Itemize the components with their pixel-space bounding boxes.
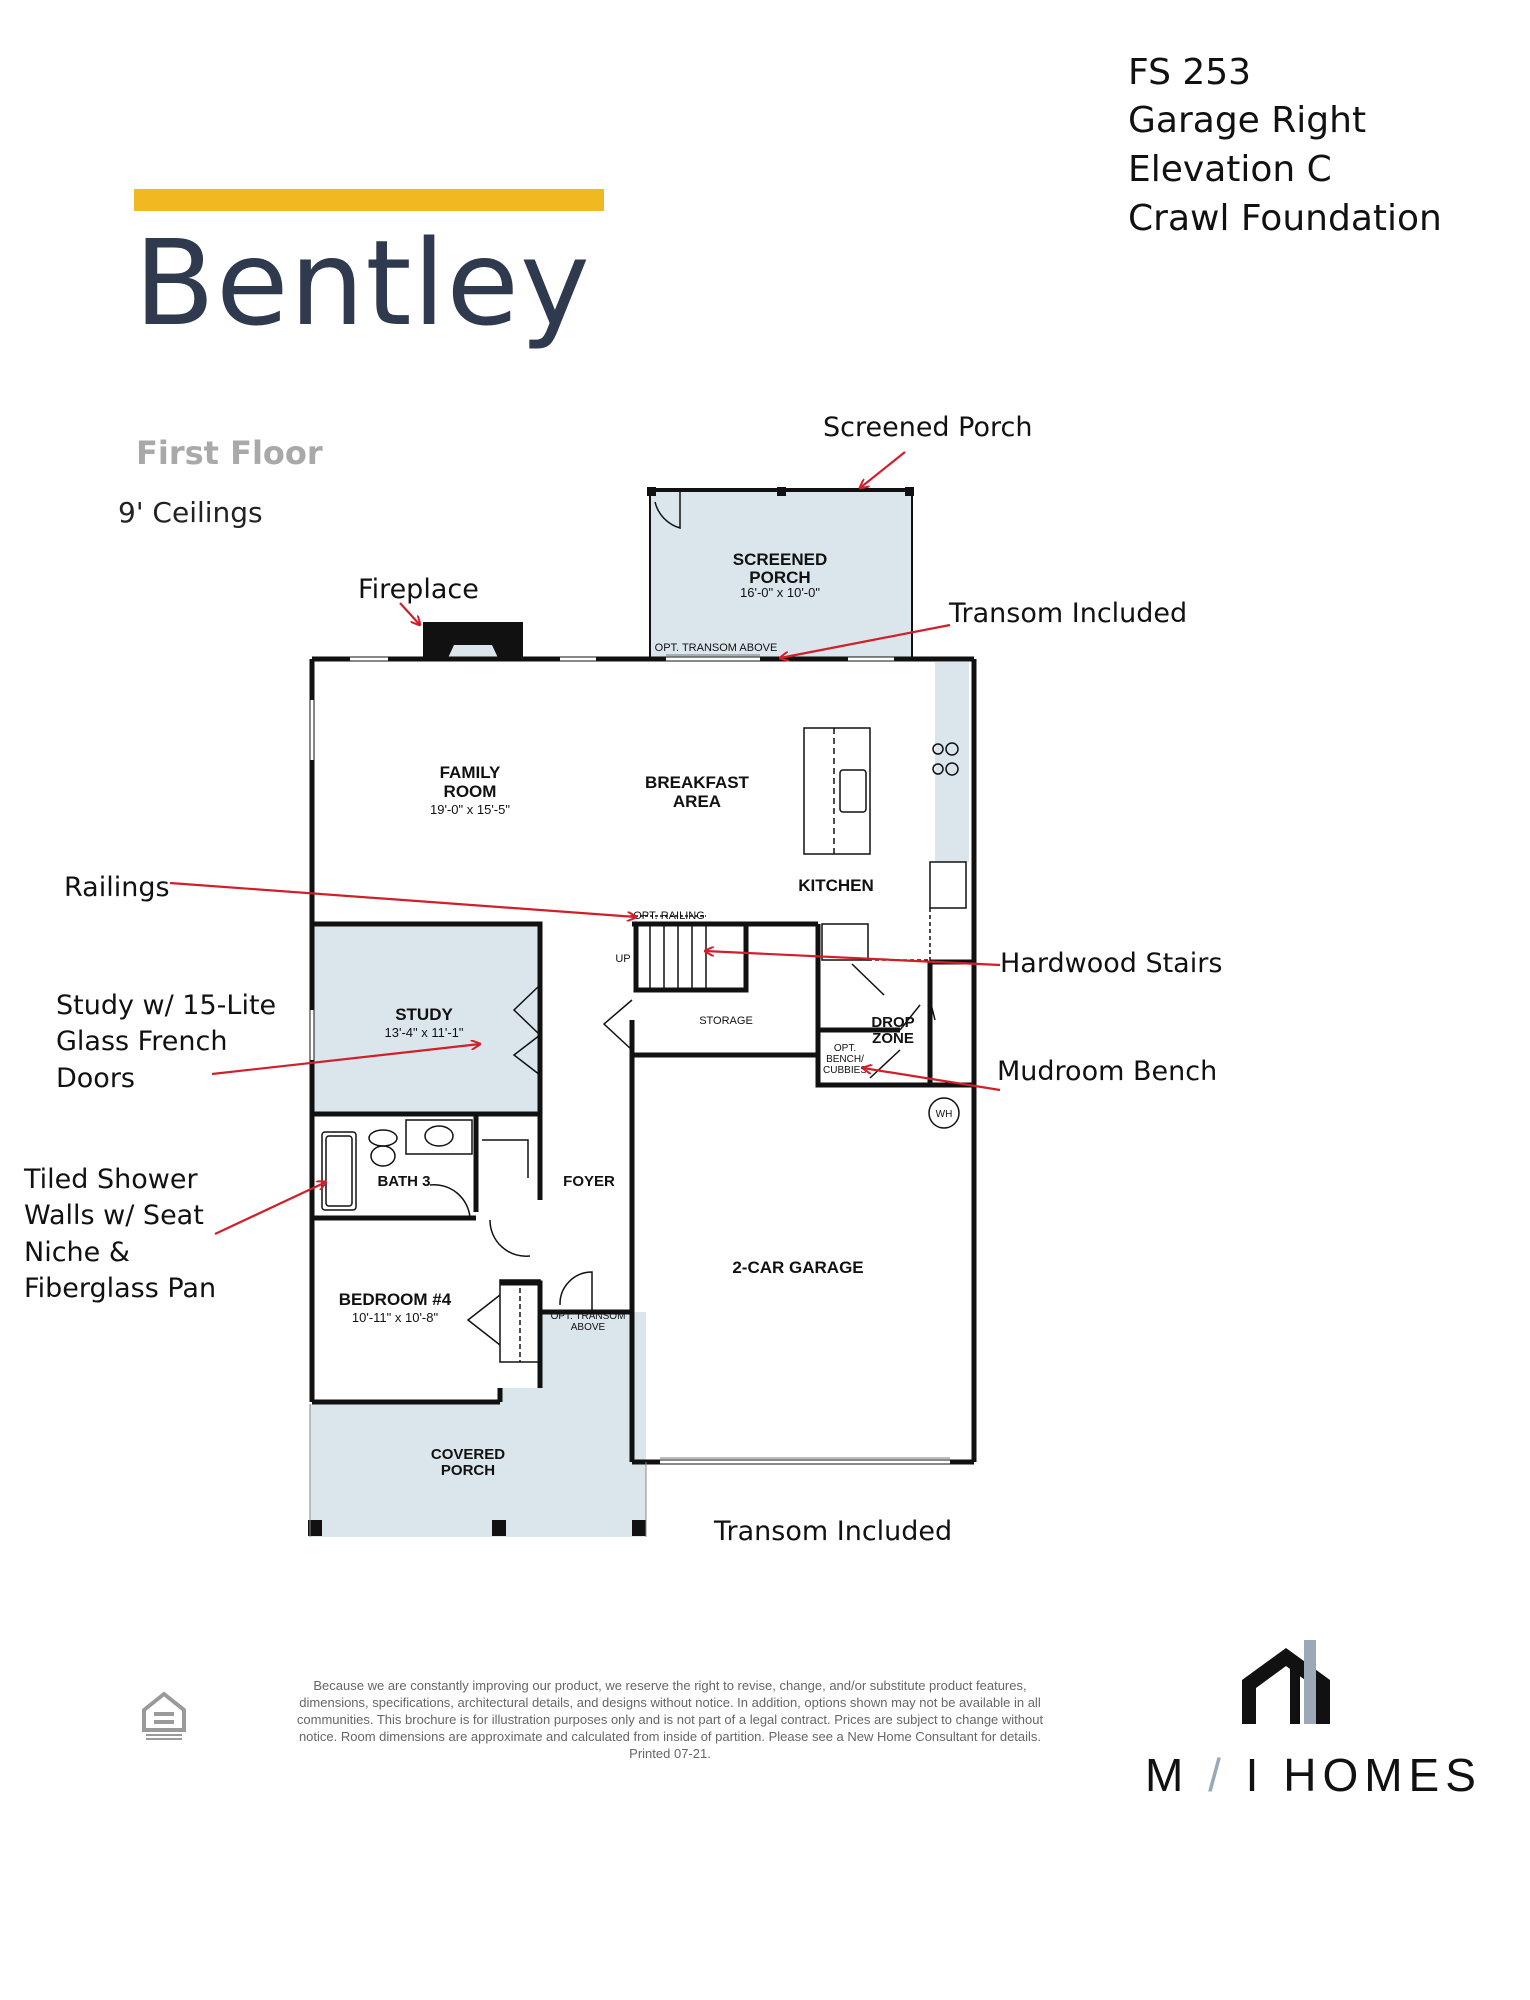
foyer-label: FOYER [563,1173,615,1190]
floor-label: First Floor [136,434,323,472]
arrow-fireplace [399,602,420,625]
callout-study-line-2: Glass French [56,1026,228,1058]
study-area [314,926,539,1114]
callout-railings: Railings [64,872,170,903]
kitchen-label: KITCHEN [798,876,874,895]
breakfast-area-label: BREAKFAST [645,773,750,792]
covered-porch-area [310,1312,646,1537]
callout-shower-line-3: Niche & [24,1236,130,1268]
family-room-dims: 19'-0" x 15'-5" [430,802,510,817]
study-dims: 13'-4" x 11'-1" [385,1025,464,1040]
opt-transom-front-label-2: ABOVE [571,1322,606,1333]
arrow-mudroom-bench [863,1068,1001,1092]
callout-mudroom-bench: Mudroom Bench [997,1056,1218,1087]
callout-shower-line-4: Fiberglass Pan [24,1273,217,1305]
screened-porch-label-2: PORCH [749,568,810,587]
bedroom-dims: 10'-11" x 10'-8" [352,1310,439,1325]
arrow-railings [169,881,636,917]
drop-zone-label: DROP [871,1014,914,1031]
screened-porch-label: SCREENED [733,550,827,569]
callout-transom-top: Transom Included [949,598,1188,629]
accent-bar [134,189,604,211]
water-heater-label: WH [936,1109,953,1120]
page-title: Bentley [134,214,591,352]
kitchen-counter [935,662,969,862]
brand-wordmark: M / I HOMES [1145,1748,1482,1802]
stairs-up-label: UP [615,953,630,965]
storage-label: STORAGE [699,1015,753,1027]
covered-porch-label: COVERED [431,1446,505,1463]
callout-hardwood-stairs: Hardwood Stairs [1000,948,1223,979]
callout-study-line-1: Study w/ 15-Lite [56,990,277,1021]
spec-garage: Garage Right [1128,100,1367,141]
callout-arrows [169,451,1001,1235]
brand-m: M [1145,1749,1190,1801]
callout-study-doors: Study w/ 15-Lite Glass French Doors [56,988,276,1097]
callout-study-line-3: Doors [56,1062,135,1094]
opt-bench-label-3: CUBBIES [823,1065,867,1076]
mi-homes-logo-icon [1242,1640,1330,1724]
spec-elevation: Elevation C [1128,149,1332,190]
opt-transom-front-label: OPT. TRANSOM [551,1311,626,1322]
callout-shower: Tiled Shower Walls w/ Seat Niche & Fiber… [24,1162,216,1308]
opt-railing-label: OPT. RAILING [633,910,705,922]
opt-bench-label: OPT. [834,1043,856,1054]
spec-plan-number: FS 253 [1128,52,1252,93]
callout-screened-porch: Screened Porch [823,412,1033,443]
screened-porch-area [650,490,912,658]
callout-shower-line-1: Tiled Shower [24,1164,198,1195]
arrow-transom [780,623,951,658]
study-french-doors [512,984,541,1076]
covered-porch-label-2: PORCH [441,1462,495,1479]
opt-transom-above-label: OPT. TRANSOM ABOVE [655,642,778,654]
garage-label: 2-CAR GARAGE [732,1258,863,1277]
brand-slash: / [1208,1749,1227,1801]
family-room-label-2: ROOM [444,782,497,801]
arrow-shower [214,1182,326,1235]
arrow-screened-porch [860,451,906,488]
callout-shower-line-2: Walls w/ Seat [24,1200,204,1232]
arrow-hardwood-stairs [705,951,1001,967]
windows [310,657,950,1464]
legal-disclaimer: Because we are constantly improving our … [296,1678,1044,1761]
bath-3-label: BATH 3 [377,1173,430,1190]
porch-posts [647,487,914,496]
bedroom-label: BEDROOM #4 [339,1290,452,1309]
screened-porch-dims: 16'-0" x 10'-0" [740,585,820,600]
study-label: STUDY [395,1005,453,1024]
drop-zone-label-2: ZONE [872,1030,914,1047]
bath-fixtures [321,1119,531,1257]
brand-name: I HOMES [1245,1749,1482,1801]
equal-housing-icon [142,1691,186,1740]
family-room-label: FAMILY [440,763,501,782]
arrow-study-doors [211,1044,480,1076]
stairs [630,915,747,991]
breakfast-area-label-2: AREA [673,792,721,811]
covered-porch-posts [308,1520,646,1536]
spec-foundation: Crawl Foundation [1128,198,1442,239]
callout-fireplace: Fireplace [358,574,479,605]
callout-transom-bottom: Transom Included [714,1516,953,1547]
opt-bench-label-2: BENCH/ [826,1054,864,1065]
ceiling-height: 9' Ceilings [118,496,263,529]
